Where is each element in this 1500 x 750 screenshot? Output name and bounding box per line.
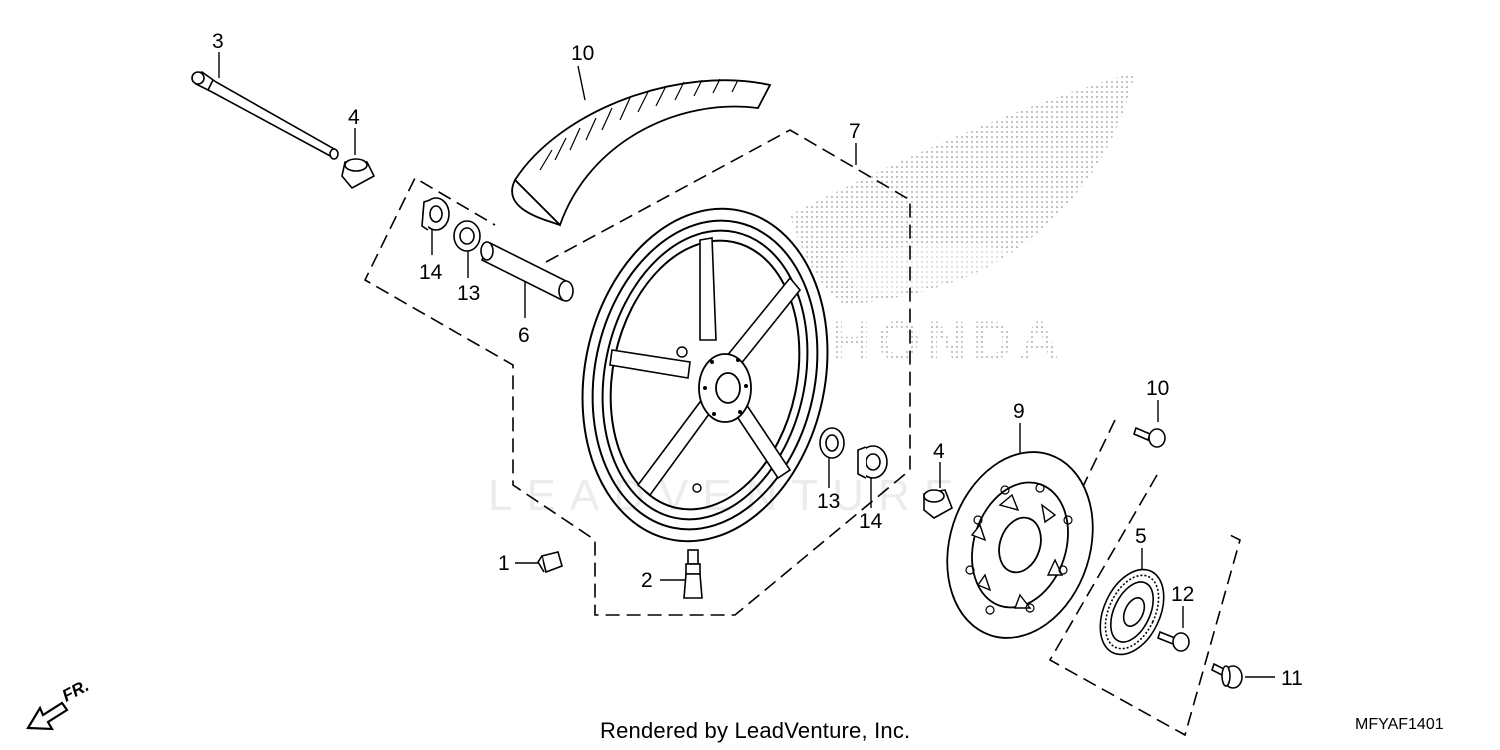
part-1-balance-weight [537,551,563,574]
honda-wing-watermark: HONDA [790,72,1135,372]
part-13-seal-left [453,220,481,252]
callout-5: 5 [1135,525,1147,548]
callout-9: 9 [1013,400,1025,423]
part-5-pulser-ring [1099,568,1165,656]
callout-7: 7 [849,120,861,143]
callout-1: 1 [498,552,510,575]
part-7-wheel [581,207,829,543]
callout-4-right: 4 [933,440,945,463]
honda-watermark-text: HONDA [830,309,1065,372]
callout-4-top: 4 [348,106,360,129]
part-11-flange-bolt [1211,662,1243,689]
callout-13-right: 13 [817,490,840,513]
callout-6: 6 [518,324,530,347]
callout-14-right: 14 [859,510,883,533]
part-10-bolt [1133,426,1166,448]
part-3-axle [191,71,339,160]
part-9-brake-disc [946,451,1094,639]
callout-12: 12 [1171,583,1194,606]
leadventure-watermark: LEADVENTURE [488,471,967,520]
part-4-spacer-top [341,158,376,190]
front-direction-arrow: FR. [26,676,92,731]
part-8-tire [511,78,772,227]
callout-10: 10 [1146,377,1169,400]
callout-2: 2 [641,569,653,592]
part-14-bearing-right [857,445,888,479]
part-6-collar [480,241,574,302]
part-13-seal-right [819,427,845,459]
callout-14-left: 14 [419,261,443,284]
callout-8: 10 [571,42,594,65]
callout-3: 3 [212,30,224,53]
callout-11: 11 [1281,667,1303,690]
part-12-bolt [1157,630,1190,652]
part-14-bearing-left [421,197,450,231]
part-2-valve [683,549,703,599]
callouts: 3 4 10 7 14 13 6 13 14 4 9 10 5 12 11 1 … [212,30,1303,690]
callout-13-left: 13 [457,282,480,305]
footer-credit: Rendered by LeadVenture, Inc. [600,718,911,743]
part-4-spacer-right [923,489,953,519]
diagram-code: MFYAF1401 [1355,716,1444,733]
leader-lines [218,52,1275,678]
front-direction-label: FR. [59,676,92,706]
